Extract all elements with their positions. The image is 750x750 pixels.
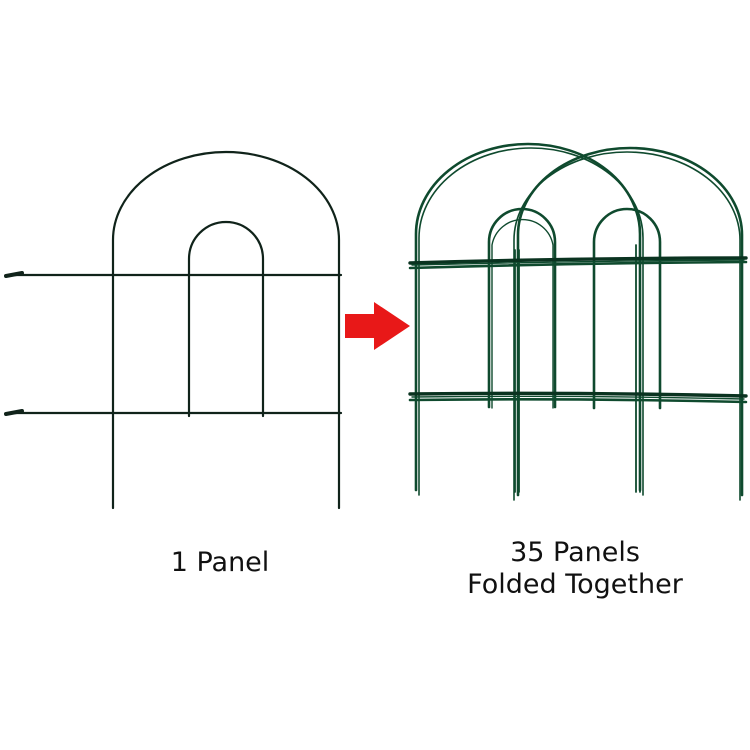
single-panel-caption: 1 Panel: [170, 547, 270, 578]
folded-panels-caption: 35 Panels Folded Together: [430, 537, 720, 601]
folded-panels-caption-line1: 35 Panels: [510, 537, 640, 568]
right-arrow-icon: [345, 302, 410, 350]
folded-upper-rail: [408, 256, 748, 270]
folded-lower-rail: [408, 391, 748, 404]
folded-panel-back: [513, 146, 744, 501]
single-panel-lower-hook: [4, 409, 24, 416]
single-panel-outer-arch: [111, 150, 341, 510]
single-panel-inner-arch: [187, 220, 265, 418]
folded-panels-caption-line2: Folded Together: [467, 569, 683, 600]
folded-fence-panels: [408, 142, 748, 501]
single-panel-upper-hook: [4, 271, 24, 278]
single-fence-panel: [4, 150, 343, 510]
folded-panel-front: [414, 142, 644, 496]
